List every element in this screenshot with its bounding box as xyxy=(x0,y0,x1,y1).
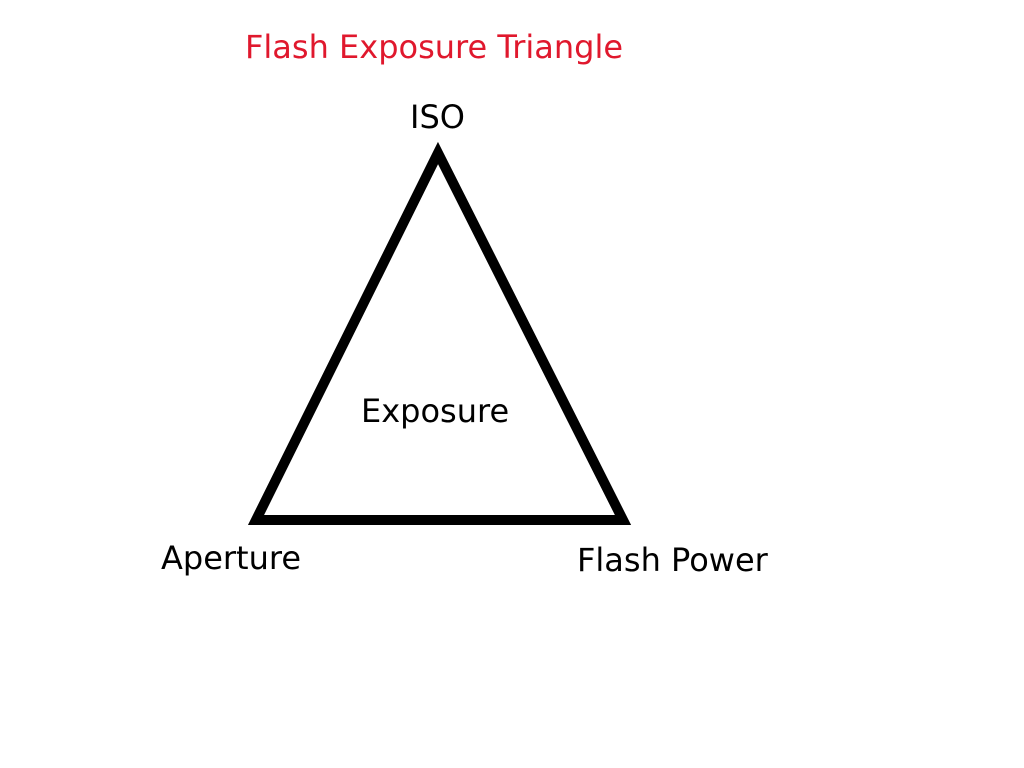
diagram-title: Flash Exposure Triangle xyxy=(245,28,624,66)
vertex-label-flash-power: Flash Power xyxy=(577,541,768,579)
exposure-triangle xyxy=(247,141,632,525)
vertex-label-aperture: Aperture xyxy=(161,539,302,577)
vertex-label-iso: ISO xyxy=(410,98,465,136)
center-label-exposure: Exposure xyxy=(361,392,510,430)
